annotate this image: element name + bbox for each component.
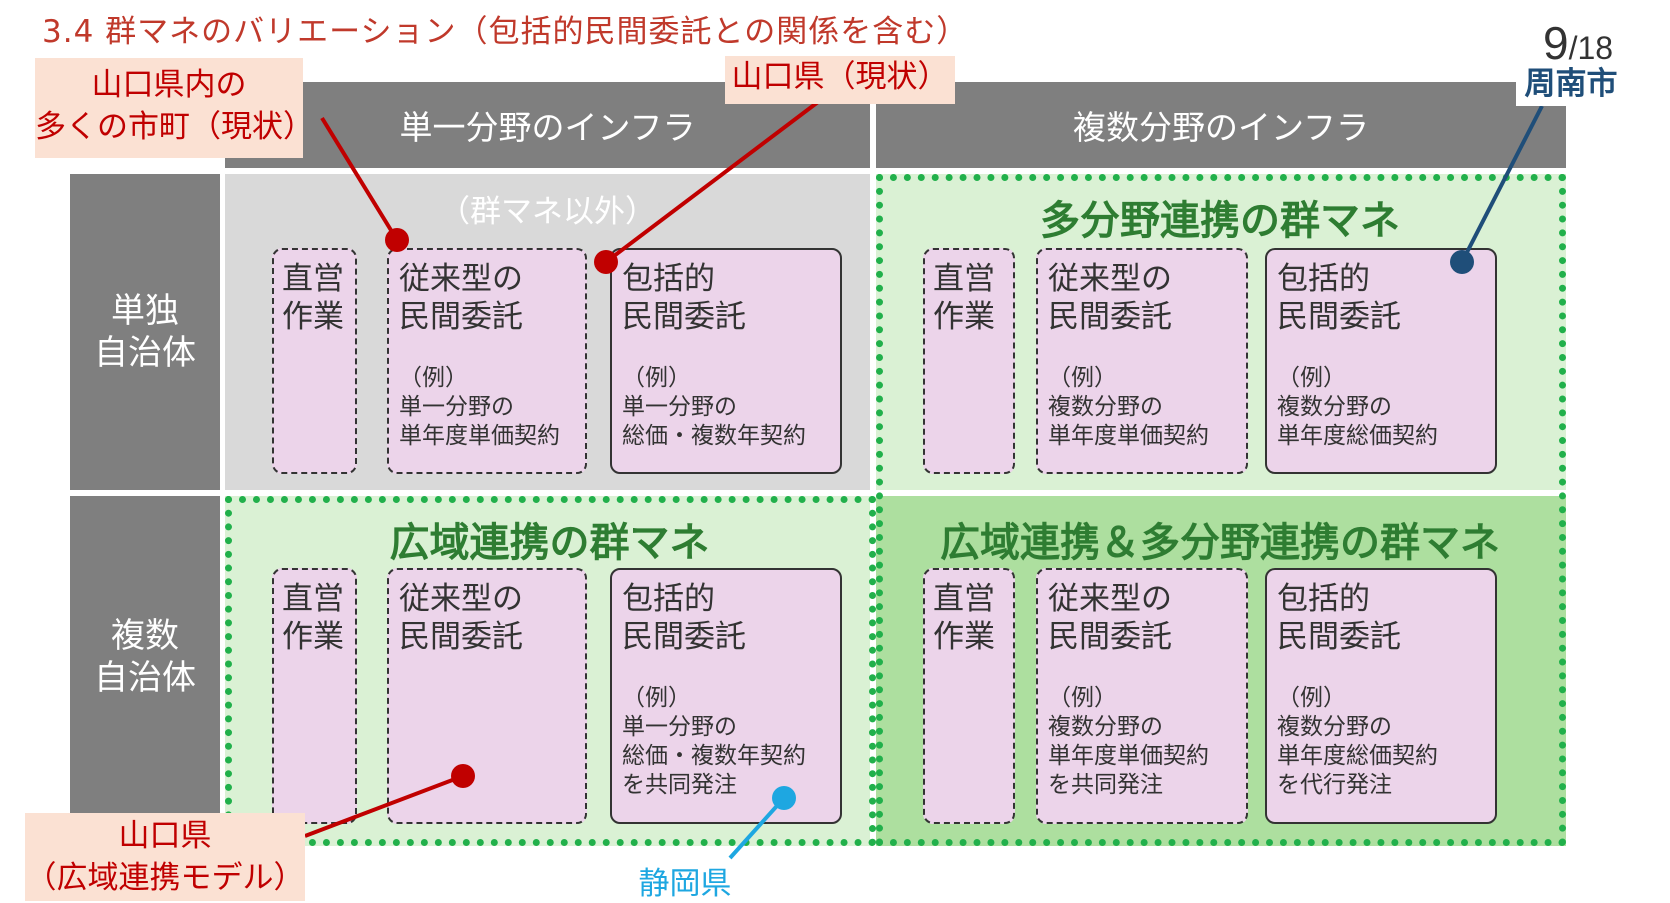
box-comprehensive-desc: （例） 複数分野の 単年度総価契約	[1277, 365, 1438, 449]
dot-shunan	[1450, 250, 1474, 274]
box-comprehensive-title: 包括的 民間委託	[622, 581, 746, 655]
dot-yamaguchi-wide	[451, 764, 475, 788]
callout-shunan: 周南市	[1516, 62, 1626, 106]
dot-yamaguchi-current	[594, 250, 618, 274]
line-yamaguchi-municipalities	[320, 116, 399, 242]
box-conventional-desc: （例） 単一分野の 単年度単価契約	[399, 365, 560, 449]
box-conventional-desc: （例） 複数分野の 単年度単価契約	[1048, 365, 1209, 449]
box-comprehensive-r1c1: 包括的 民間委託 （例） 単一分野の 総価・複数年契約	[610, 248, 842, 474]
box-direct-work-label: 直営 作業	[933, 581, 995, 655]
callout-yamaguchi-wide: 山口県 （広域連携モデル）	[25, 813, 305, 901]
box-conventional-title: 従来型の 民間委託	[399, 261, 523, 335]
box-comprehensive-desc: （例） 単一分野の 総価・複数年契約	[622, 365, 806, 449]
title-wide-multi-gunmane: 広域連携＆多分野連携の群マネ	[940, 520, 1500, 566]
box-conventional-r2c2: 従来型の 民間委託 （例） 複数分野の 単年度単価契約 を共同発注	[1036, 568, 1248, 824]
box-conventional-title: 従来型の 民間委託	[399, 581, 523, 655]
box-direct-work-label: 直営 作業	[933, 261, 995, 335]
box-conventional-title: 従来型の 民間委託	[1048, 261, 1172, 335]
multi-field-zone-outline	[876, 174, 1566, 846]
dot-shizuoka	[772, 786, 796, 810]
box-comprehensive-title: 包括的 民間委託	[1277, 581, 1401, 655]
dot-yamaguchi-municipalities	[385, 228, 409, 252]
box-direct-work-r2c2: 直営 作業	[923, 568, 1015, 824]
box-comprehensive-title: 包括的 民間委託	[1277, 261, 1401, 335]
header-multi-infra: 複数分野のインフラ	[876, 82, 1566, 168]
box-direct-work-r1c2: 直営 作業	[923, 248, 1015, 474]
row-header-single-municipality: 単独 自治体	[70, 174, 220, 490]
line-yamaguchi-current	[604, 100, 820, 264]
line-shizuoka	[728, 796, 786, 860]
box-conventional-r1c2: 従来型の 民間委託 （例） 複数分野の 単年度単価契約	[1036, 248, 1248, 474]
slide-title: 3.4 群マネのバリエーション（包括的民間委託との関係を含む）	[42, 14, 969, 50]
box-conventional-r1c1: 従来型の 民間委託 （例） 単一分野の 単年度単価契約	[387, 248, 587, 474]
box-comprehensive-r2c1: 包括的 民間委託 （例） 単一分野の 総価・複数年契約 を共同発注	[610, 568, 842, 824]
label-non-gunmane: （群マネ以外）	[439, 194, 656, 230]
callout-yamaguchi-current: 山口県（現状）	[725, 56, 955, 104]
box-conventional-r2c1: 従来型の 民間委託	[387, 568, 587, 824]
box-comprehensive-r1c2: 包括的 民間委託 （例） 複数分野の 単年度総価契約	[1265, 248, 1497, 474]
box-direct-work-label: 直営 作業	[282, 581, 344, 655]
page-total: /18	[1568, 30, 1614, 66]
box-conventional-title: 従来型の 民間委託	[1048, 581, 1172, 655]
box-direct-work-label: 直営 作業	[282, 261, 344, 335]
page-current: 9	[1543, 17, 1569, 69]
callout-yamaguchi-municipalities: 山口県内の 多くの市町（現状）	[35, 58, 314, 158]
title-wide-area-gunmane: 広域連携の群マネ	[389, 520, 710, 566]
wide-area-zone-outline	[225, 496, 876, 846]
title-multi-field-gunmane: 多分野連携の群マネ	[1040, 198, 1400, 244]
callout-shizuoka: 静岡県	[638, 866, 732, 902]
page-number: 9/18	[1543, 16, 1613, 70]
line-shunan	[1460, 105, 1544, 263]
box-comprehensive-desc: （例） 単一分野の 総価・複数年契約 を共同発注	[622, 685, 806, 798]
box-direct-work-r2c1: 直営 作業	[272, 568, 357, 824]
box-comprehensive-r2c2: 包括的 民間委託 （例） 複数分野の 単年度総価契約 を代行発注	[1265, 568, 1497, 824]
box-comprehensive-desc: （例） 複数分野の 単年度総価契約 を代行発注	[1277, 685, 1438, 798]
line-yamaguchi-wide	[304, 774, 464, 838]
box-comprehensive-title: 包括的 民間委託	[622, 261, 746, 335]
box-conventional-desc: （例） 複数分野の 単年度単価契約 を共同発注	[1048, 685, 1209, 798]
row-header-multi-municipality: 複数 自治体	[70, 496, 220, 818]
box-direct-work-r1c1: 直営 作業	[272, 248, 357, 474]
